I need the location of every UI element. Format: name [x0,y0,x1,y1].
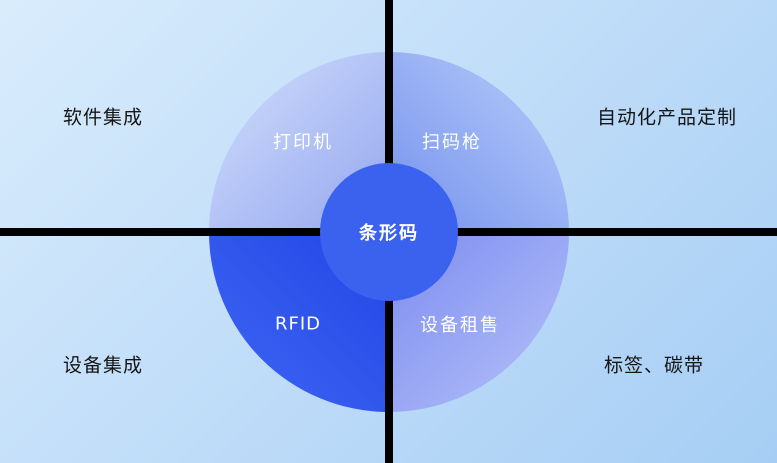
corner-label-labels-ribbons: 标签、碳带 [603,354,705,377]
wheel [209,52,569,412]
hub-circle: 条形码 [320,163,458,301]
segment-label-scanner: 扫码枪 [422,132,482,153]
hub-label: 条形码 [359,223,419,244]
corner-label-automation-customization: 自动化产品定制 [596,106,738,129]
segment-label-printer: 打印机 [273,132,333,153]
segment-label-rental: 设备租售 [420,315,500,336]
corner-label-equipment-integration: 设备集成 [62,354,144,377]
corner-label-software-integration: 软件集成 [62,106,144,129]
segment-label-rfid: RFID [274,313,322,335]
